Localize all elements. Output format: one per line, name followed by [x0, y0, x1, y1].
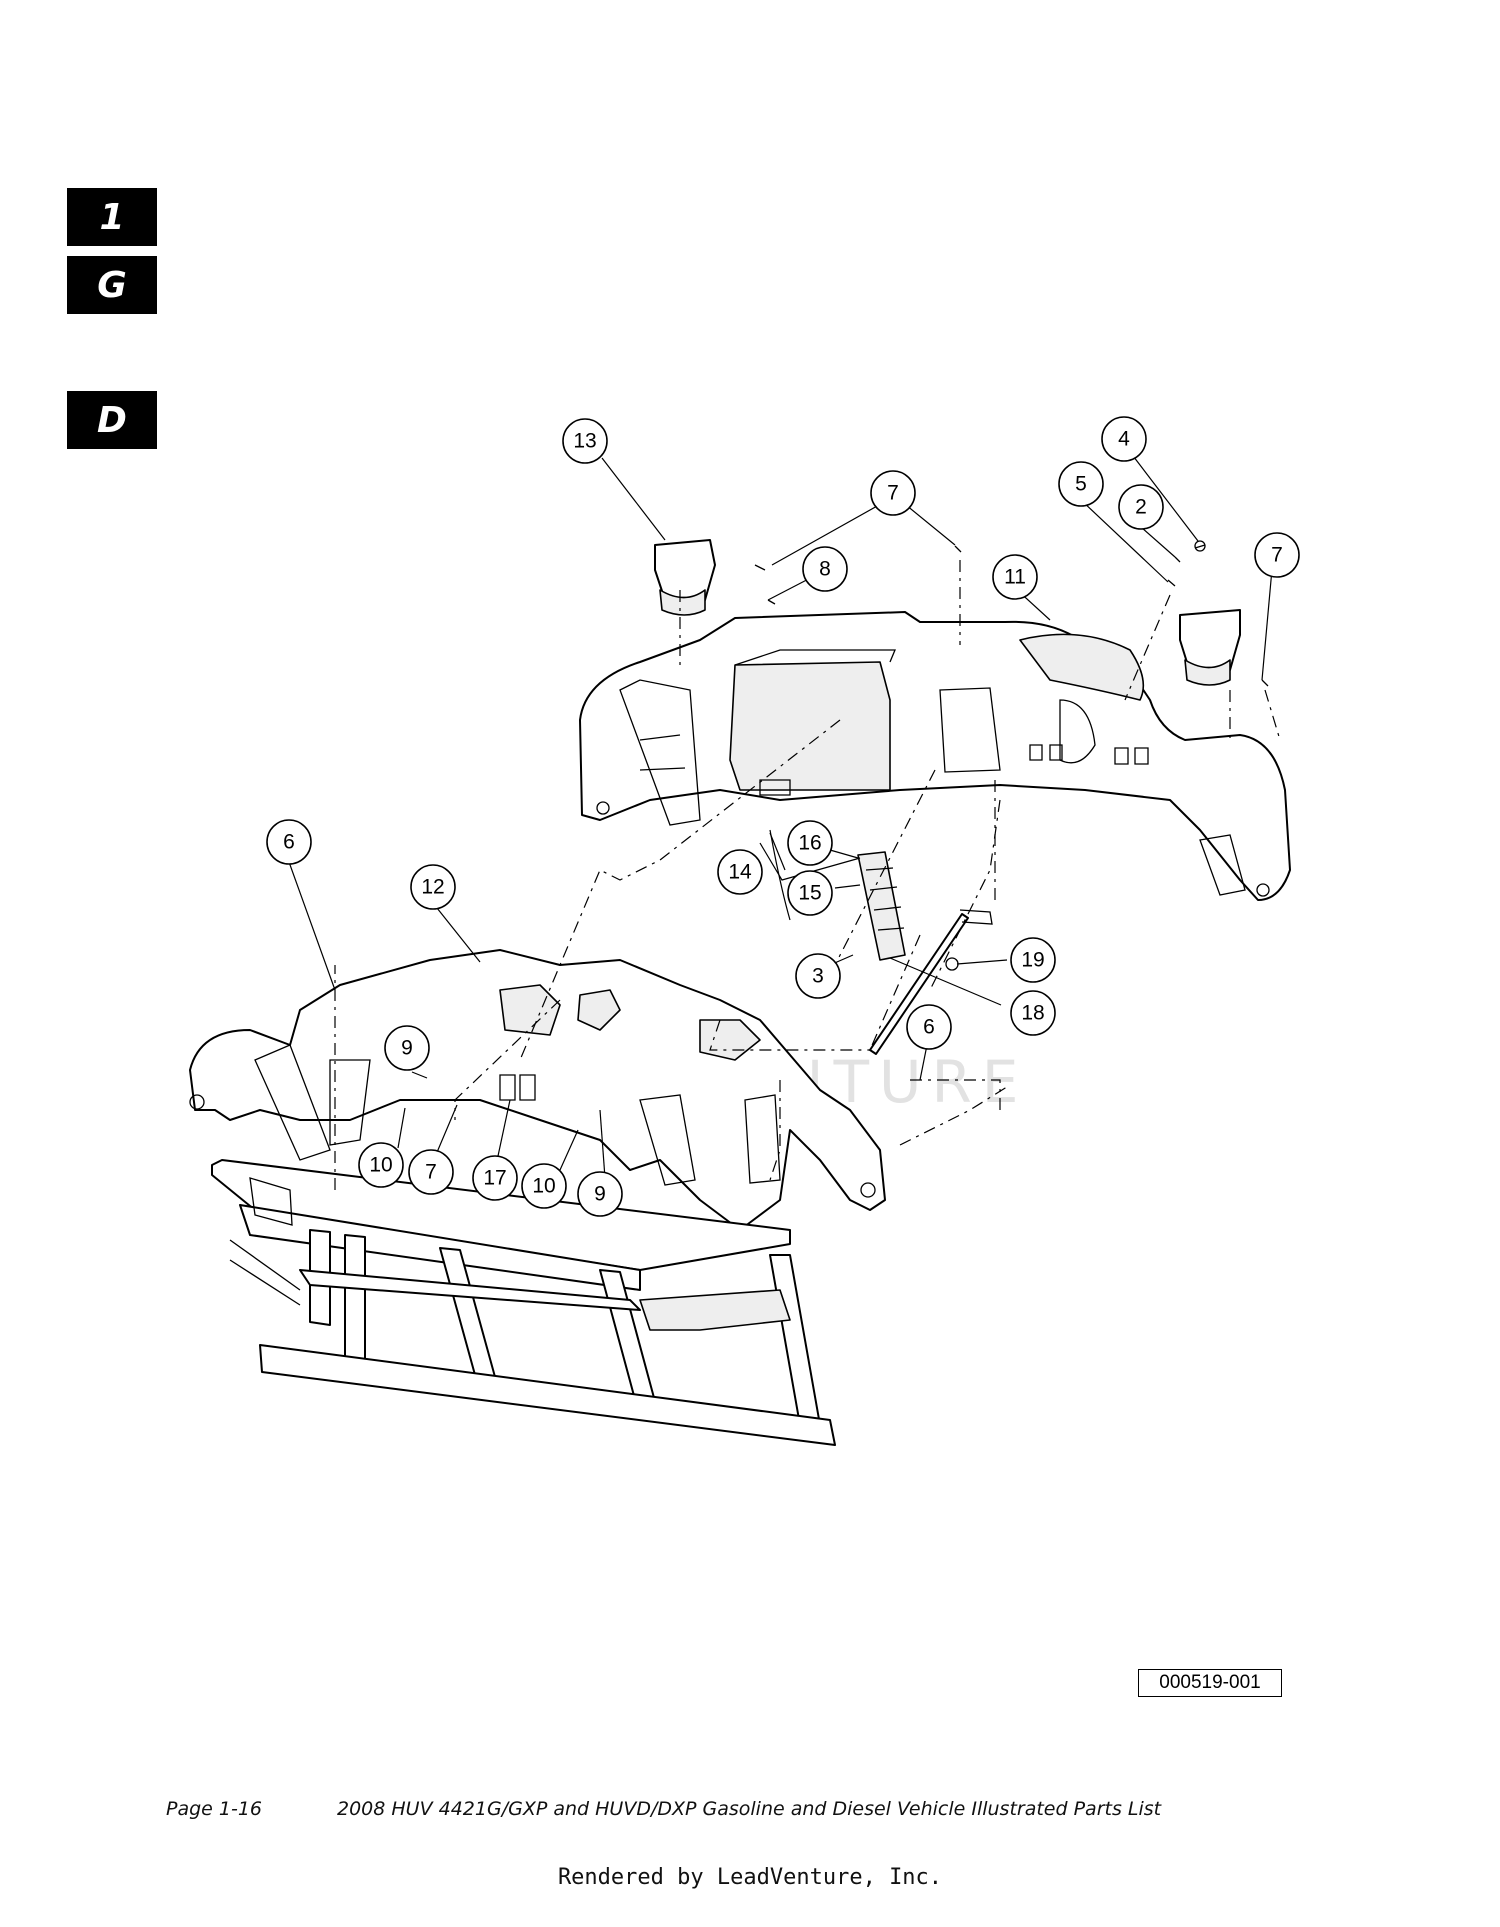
- callout-14: 14: [717, 849, 763, 895]
- svg-text:12: 12: [421, 876, 444, 899]
- svg-text:10: 10: [532, 1175, 555, 1198]
- callout-7-bottom: 7: [408, 1149, 454, 1195]
- svg-text:7: 7: [1271, 544, 1283, 567]
- callout-13: 13: [562, 418, 608, 464]
- callout-10-right: 10: [521, 1163, 567, 1209]
- mounting-bracket-left: [654, 539, 716, 616]
- svg-text:4: 4: [1118, 428, 1130, 451]
- svg-text:11: 11: [1004, 566, 1026, 589]
- callout-7-right: 7: [1254, 532, 1300, 578]
- callout-19: 19: [1010, 937, 1056, 983]
- svg-text:15: 15: [798, 882, 821, 905]
- svg-text:16: 16: [798, 832, 821, 855]
- section-tab-g: G: [67, 256, 157, 314]
- callout-12: 12: [410, 864, 456, 910]
- leader-lines: [288, 447, 1274, 1179]
- callout-10-left: 10: [358, 1142, 404, 1188]
- callout-6-right: 6: [906, 1004, 952, 1050]
- callout-8: 8: [802, 546, 848, 592]
- strap-assembly: [857, 851, 906, 961]
- vehicle-frame: [211, 1159, 836, 1446]
- rendered-by-credit: Rendered by LeadVenture, Inc.: [557, 1865, 943, 1890]
- footer-page-number: Page 1-16: [166, 1798, 263, 1820]
- callout-3: 3: [795, 953, 841, 999]
- svg-text:14: 14: [728, 861, 752, 884]
- callout-6-left: 6: [266, 819, 312, 865]
- svg-text:6: 6: [923, 1016, 935, 1039]
- svg-text:8: 8: [819, 558, 831, 581]
- drawing-number: 000519-001: [1138, 1669, 1282, 1697]
- svg-text:9: 9: [401, 1037, 413, 1060]
- callout-15: 15: [787, 870, 833, 916]
- callout-11: 11: [992, 554, 1038, 600]
- svg-text:2: 2: [1135, 496, 1147, 519]
- callout-7-top: 7: [870, 470, 916, 516]
- svg-text:9: 9: [594, 1183, 606, 1206]
- callout-2: 2: [1118, 484, 1164, 530]
- callout-18: 18: [1010, 990, 1056, 1036]
- footer-document-title: 2008 HUV 4421G/GXP and HUVD/DXP Gasoline…: [337, 1798, 1162, 1820]
- mounting-bracket-right: [1179, 609, 1241, 686]
- svg-text:6: 6: [283, 831, 295, 854]
- svg-text:10: 10: [369, 1154, 392, 1177]
- svg-text:5: 5: [1075, 473, 1087, 496]
- lower-body-panel: [189, 949, 886, 1231]
- svg-text:17: 17: [483, 1167, 506, 1190]
- section-tab-1: 1: [67, 188, 157, 246]
- callout-9-left: 9: [384, 1025, 430, 1071]
- svg-text:13: 13: [573, 430, 596, 453]
- callout-5: 5: [1058, 461, 1104, 507]
- callout-4: 4: [1101, 416, 1147, 462]
- callout-9-right: 9: [577, 1171, 623, 1217]
- svg-text:3: 3: [812, 965, 824, 988]
- upper-body-panel: [579, 611, 1291, 901]
- callout-17: 17: [472, 1155, 518, 1201]
- svg-text:7: 7: [425, 1161, 437, 1184]
- svg-text:18: 18: [1021, 1002, 1044, 1025]
- svg-text:19: 19: [1021, 949, 1044, 972]
- section-tab-d: D: [67, 391, 157, 449]
- hardware-fasteners-top: [754, 540, 1269, 687]
- callout-16: 16: [787, 820, 833, 866]
- svg-text:7: 7: [887, 482, 899, 505]
- support-rod: [869, 909, 993, 1055]
